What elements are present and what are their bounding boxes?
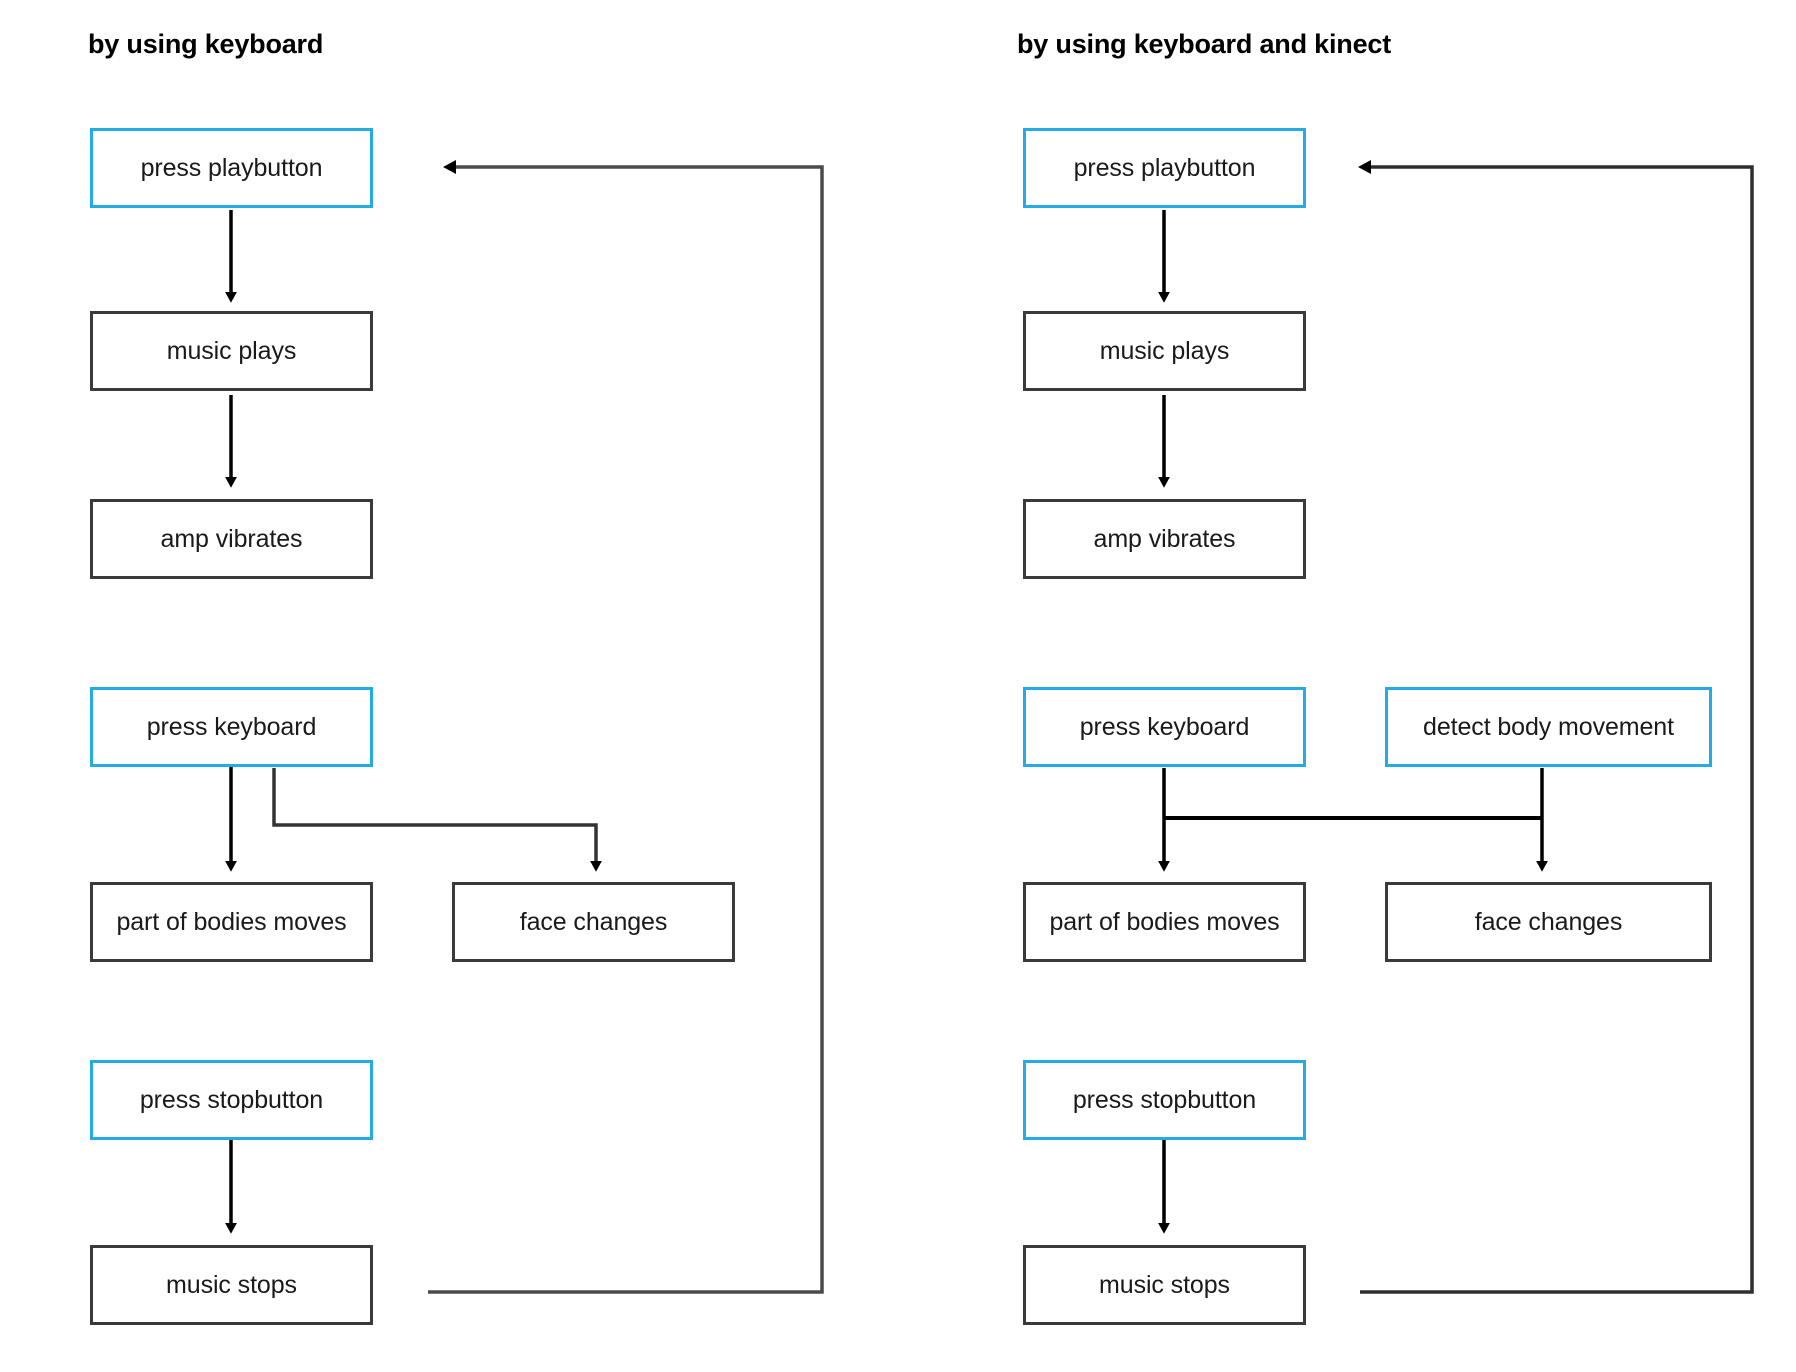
node-music-stops-left[interactable]: music stops	[90, 1245, 373, 1325]
node-amp-vibrates-left[interactable]: amp vibrates	[90, 499, 373, 579]
column-title-keyboard-kinect: by using keyboard and kinect	[1017, 29, 1391, 59]
node-detect-body-movement-right[interactable]: detect body movement	[1385, 687, 1712, 767]
node-music-plays-right[interactable]: music plays	[1023, 311, 1306, 391]
node-press-playbutton-left[interactable]: press playbutton	[90, 128, 373, 208]
node-press-stopbutton-left[interactable]: press stopbutton	[90, 1060, 373, 1140]
node-press-keyboard-right[interactable]: press keyboard	[1023, 687, 1306, 767]
edge-key-to-face	[272, 768, 602, 872]
node-press-stopbutton-right[interactable]: press stopbutton	[1023, 1060, 1306, 1140]
node-part-of-bodies-moves-left[interactable]: part of bodies moves	[90, 882, 373, 962]
edge-feedback-loop-left	[428, 160, 824, 1294]
node-face-changes-right[interactable]: face changes	[1385, 882, 1712, 962]
node-face-changes-left[interactable]: face changes	[452, 882, 735, 962]
column-title-keyboard: by using keyboard	[88, 29, 324, 59]
node-press-playbutton-right[interactable]: press playbutton	[1023, 128, 1306, 208]
node-amp-vibrates-right[interactable]: amp vibrates	[1023, 499, 1306, 579]
node-music-plays-left[interactable]: music plays	[90, 311, 373, 391]
node-part-of-bodies-moves-right[interactable]: part of bodies moves	[1023, 882, 1306, 962]
node-music-stops-right[interactable]: music stops	[1023, 1245, 1306, 1325]
node-press-keyboard-left[interactable]: press keyboard	[90, 687, 373, 767]
